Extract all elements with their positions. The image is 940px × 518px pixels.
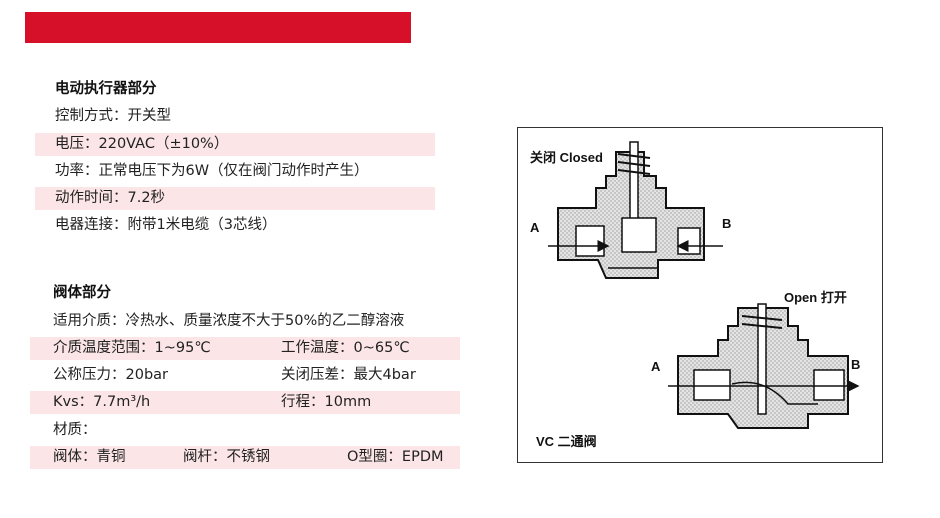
spec-stem-material: 阀杆：不锈钢: [183, 449, 270, 465]
spec-body-material: 阀体：青铜: [53, 449, 126, 465]
spec-material-label: 材质：: [53, 422, 97, 438]
spec-oring-material: O型圈：EPDM: [347, 449, 444, 465]
spec-medium: 适用介质：冷热水、质量浓度不大于50%的乙二醇溶液: [53, 313, 405, 329]
spec-row-pressure: 公称压力：20bar 关闭压差：最大4bar: [30, 364, 460, 387]
spec-power: 功率：正常电压下为6W（仅在阀门动作时产生）: [55, 163, 369, 179]
spec-row-kvs: Kvs：7.7m³/h 行程：10mm: [30, 391, 460, 414]
valve-heading: 阀体部分: [53, 285, 111, 301]
spec-kvs: Kvs：7.7m³/h: [53, 394, 151, 410]
open-port-a: A: [651, 359, 661, 374]
spec-row-material: 阀体：青铜 阀杆：不锈钢 O型圈：EPDM: [30, 446, 460, 469]
closed-port-a: A: [530, 220, 540, 235]
closed-port-b: B: [722, 216, 731, 231]
open-label: Open 打开: [784, 290, 847, 305]
spec-medium-temp: 介质温度范围：1~95℃: [53, 340, 211, 356]
spec-work-temp: 工作温度：0~65℃: [281, 340, 410, 356]
diagram-caption: VC 二通阀: [536, 434, 597, 449]
spec-control-mode: 控制方式：开关型: [55, 108, 171, 124]
spec-row-temperature: 介质温度范围：1~95℃ 工作温度：0~65℃: [30, 337, 460, 360]
spec-voltage: 电压：220VAC（±10%）: [35, 133, 435, 156]
open-port-b: B: [851, 357, 860, 372]
spec-connection: 电器连接：附带1米电缆（3芯线）: [55, 217, 277, 233]
open-valve-drawing: [668, 303, 860, 429]
valve-diagram: 关闭 Closed A B Open 打开 A B VC 二通阀: [517, 127, 883, 463]
spec-close-pressure: 关闭压差：最大4bar: [281, 367, 416, 383]
actuator-heading: 电动执行器部分: [55, 81, 157, 97]
spec-nominal-pressure: 公称压力：20bar: [53, 367, 169, 383]
spec-action-time: 动作时间：7.2秒: [35, 187, 435, 210]
header-banner: [25, 12, 411, 43]
spec-stroke: 行程：10mm: [281, 394, 372, 410]
closed-valve-drawing: [548, 141, 723, 279]
valve-drawing: 关闭 Closed A B Open 打开 A B VC 二通阀: [530, 141, 860, 449]
closed-label: 关闭 Closed: [530, 150, 603, 165]
